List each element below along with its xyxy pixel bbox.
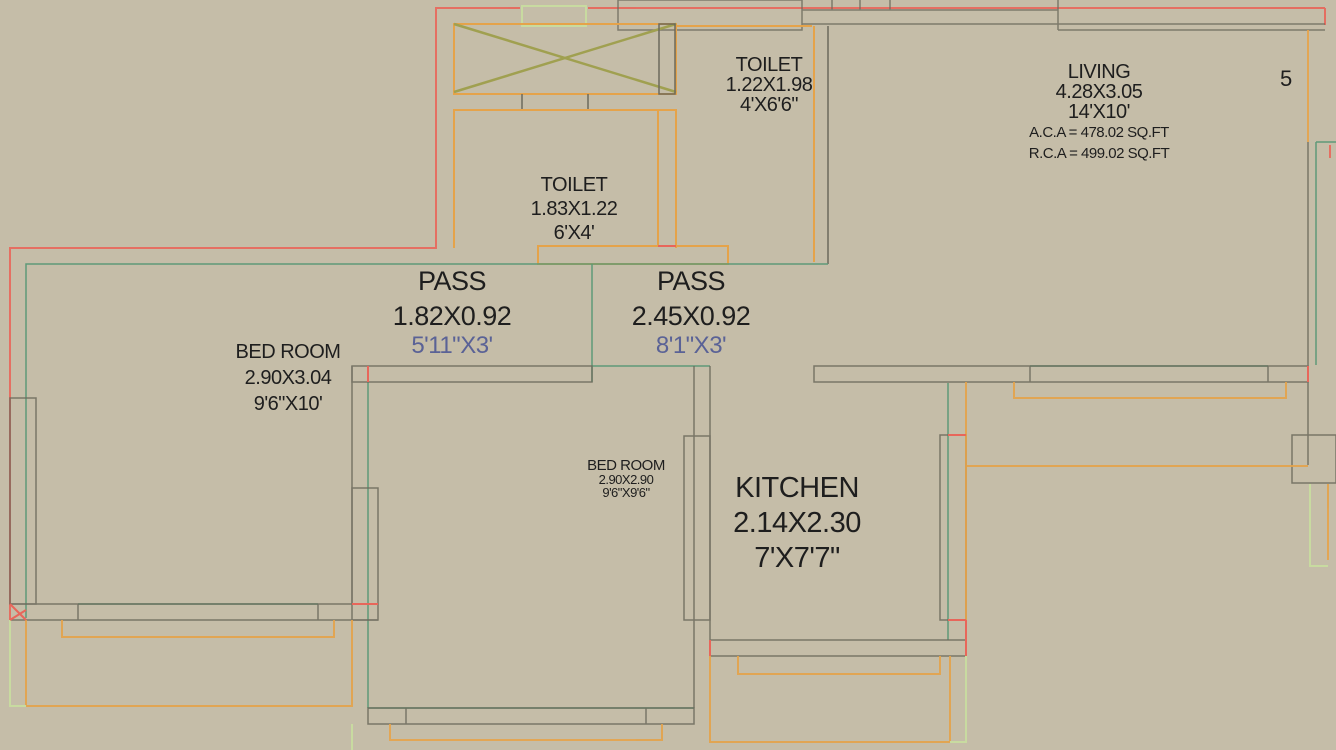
room-label-pass-1: PASS 1.82X0.92 5'11"X3' xyxy=(393,268,512,358)
room-label-toilet-2: TOILET 1.83X1.22 6'X4' xyxy=(531,175,618,243)
room-imperial: 8'1"X3' xyxy=(655,332,727,359)
room-metric: 4.28X3.05 xyxy=(1055,81,1143,103)
room-metric: 1.22X1.98 xyxy=(725,74,813,96)
room-metric: 2.90X3.04 xyxy=(244,367,332,389)
room-name: TOILET xyxy=(735,54,803,76)
room-imperial: 9'6"X9'6" xyxy=(602,485,650,500)
room-label-bedroom-2: BED ROOM 2.90X2.90 9'6"X9'6" xyxy=(587,458,665,499)
room-label-pass-2: PASS 2.45X0.92 8'1"X3' xyxy=(632,268,751,358)
outer-wall-red xyxy=(9,7,1331,620)
room-label-kitchen: KITCHEN 2.14X2.30 7'X7'7" xyxy=(733,474,861,573)
room-imperial: 4'X6'6" xyxy=(740,94,798,116)
room-name: BED ROOM xyxy=(587,457,665,474)
room-metric: 2.90X2.90 xyxy=(598,472,654,487)
room-name: PASS xyxy=(417,266,487,296)
room-metric: 2.14X2.30 xyxy=(733,507,861,539)
room-name: KITCHEN xyxy=(735,472,859,504)
window-top xyxy=(521,5,587,27)
rera-area: R.C.A = 499.02 SQ.FT xyxy=(1028,145,1170,162)
unit-number: 5 xyxy=(1280,66,1293,91)
room-label-toilet-1: TOILET 1.22X1.98 4'X6'6" xyxy=(726,55,813,115)
room-imperial: 14'X10' xyxy=(1068,101,1130,123)
room-imperial: 6'X4' xyxy=(553,222,595,244)
room-name: LIVING xyxy=(1067,61,1131,83)
room-name: BED ROOM xyxy=(235,341,341,363)
room-metric: 2.45X0.92 xyxy=(631,301,751,331)
room-metric: 1.82X0.92 xyxy=(392,301,512,331)
duct-shaft xyxy=(453,23,677,95)
room-imperial: 9'6"X10' xyxy=(253,393,323,415)
carpet-area: A.C.A = 478.02 SQ.FT xyxy=(1029,124,1169,141)
room-name: PASS xyxy=(656,266,726,296)
room-imperial: 5'11"X3' xyxy=(411,332,493,359)
room-label-living: LIVING 4.28X3.05 14'X10' A.C.A = 478.02 … xyxy=(1028,61,1170,162)
room-label-bedroom-1: BED ROOM 2.90X3.04 9'6"X10' xyxy=(236,342,341,414)
room-imperial: 7'X7'7" xyxy=(754,542,840,574)
room-metric: 1.83X1.22 xyxy=(530,198,618,220)
room-name: TOILET xyxy=(540,174,608,196)
